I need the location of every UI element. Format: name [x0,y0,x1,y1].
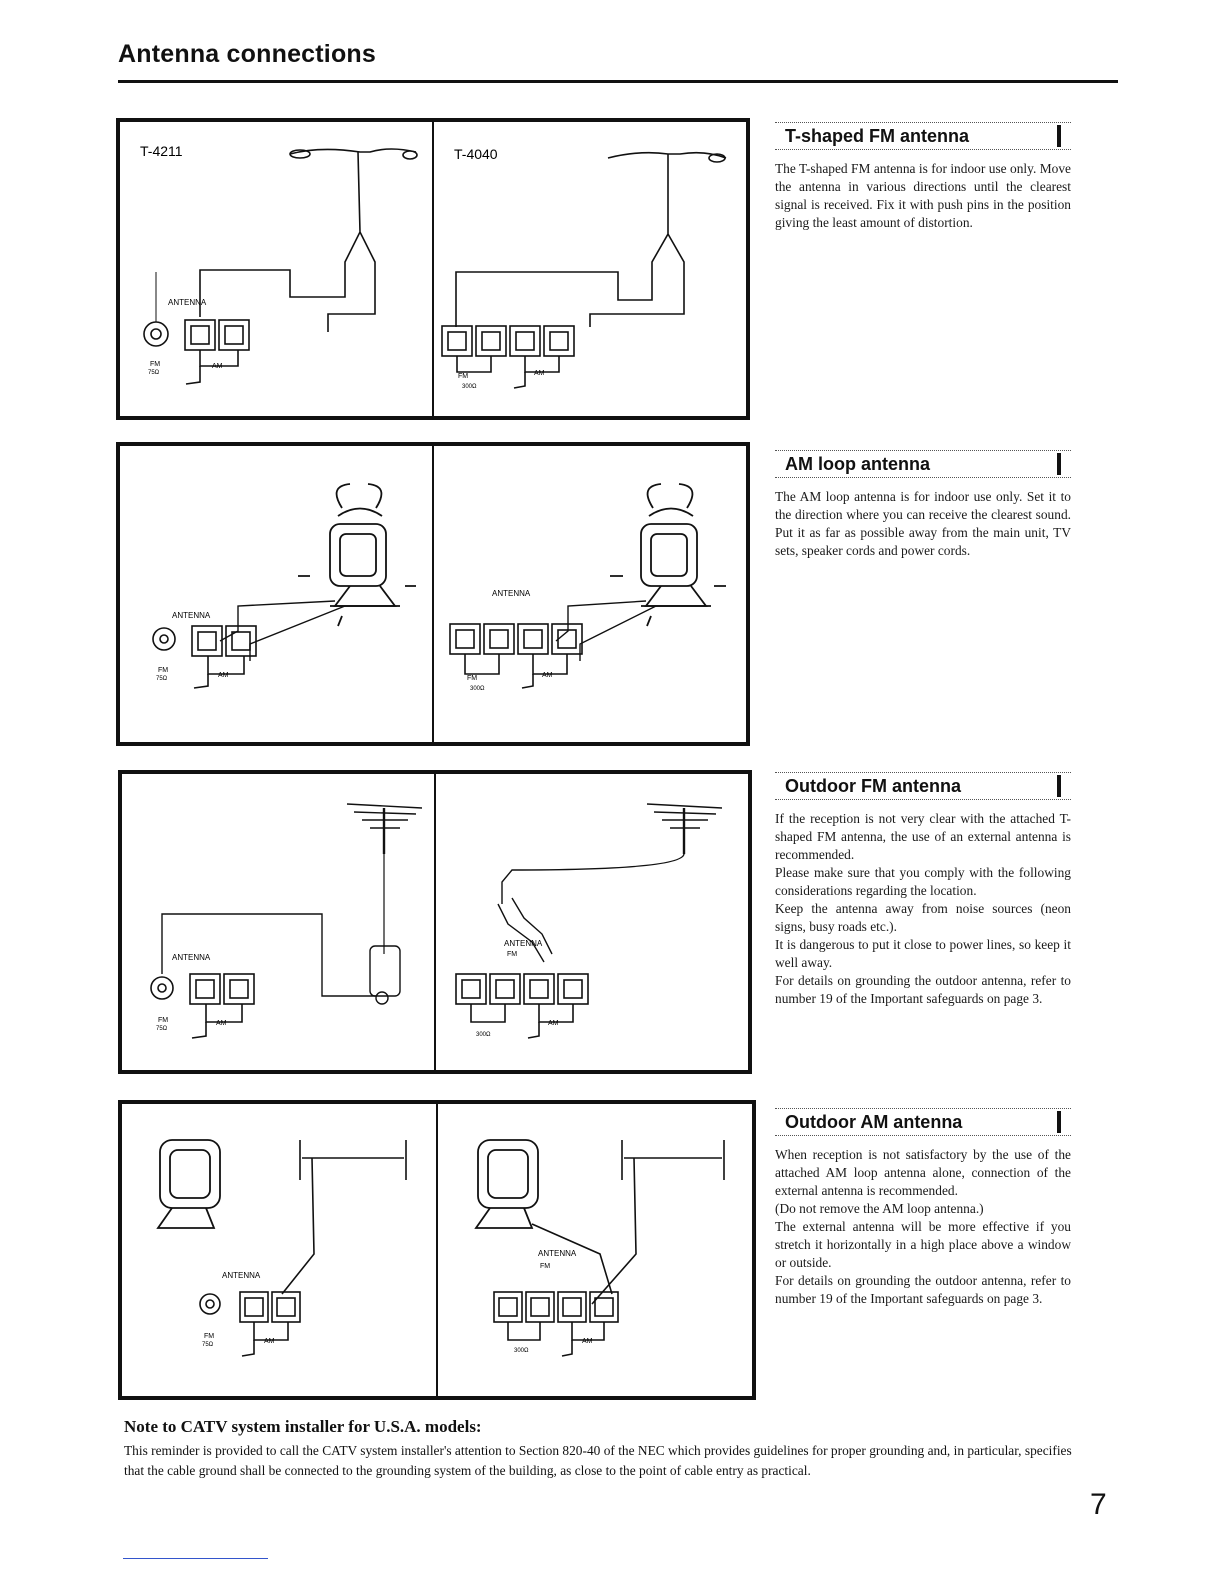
section-paragraph: Keep the antenna away from noise sources… [775,901,1071,934]
am-loop-diagram: ANTENNA FM 75Ω AM ANTENNA [116,442,750,746]
outdoor-fm-diagram: ANTENNA FM 75Ω AM ANTENNA [118,770,752,1074]
fm-75-label: 75Ω [202,1342,214,1348]
am-label-right: AM [582,1338,593,1345]
am-label-right: AM [542,672,553,679]
antenna-label: ANTENNA [504,939,543,948]
heading-mark [1057,453,1061,475]
antenna-terminals-left [239,1291,301,1357]
antenna-terminals-left [184,319,250,385]
am-label-left: AM [212,363,223,370]
section-paragraph: For details on grounding the outdoor ant… [775,1273,1071,1306]
heading-mark [1057,125,1061,147]
antenna-terminals-right [493,1291,619,1357]
outdoor-am-wire-left [281,1140,407,1295]
fm-label-right: FM [467,675,477,682]
fm-300-label: 300Ω [476,1032,491,1038]
section-paragraph: The T-shaped FM antenna is for indoor us… [775,161,1071,230]
wire-am-right [555,600,657,661]
section-paragraph: The external antenna will be more effect… [775,1219,1071,1270]
antenna-terminals-left [191,625,257,689]
antenna-label: ANTENNA [222,1271,261,1280]
wire-am-left [219,600,346,661]
fm-label-left: FM [150,361,160,368]
heading-mark [1057,1111,1061,1133]
title-rule [118,80,1118,83]
outdoor-fm-antenna-right [497,803,723,963]
wire-fm-left [161,913,376,997]
footer-line [123,1558,268,1559]
fm-label-right: FM [540,1263,550,1270]
section-paragraph: For details on grounding the outdoor ant… [775,973,1071,1006]
fm-connector-left [152,627,176,651]
am-label-left: AM [218,672,229,679]
tshaped-antenna-right [455,151,727,327]
section-tshaped-fm: T-shaped FM antenna The T-shaped FM ante… [775,122,1071,232]
am-label-right: AM [548,1020,559,1027]
section-paragraph: The AM loop antenna is for indoor use on… [775,489,1071,558]
fm-label-right: FM [458,373,468,380]
fm-75-label: 75Ω [156,1026,168,1032]
antenna-terminals-left [189,973,255,1039]
section-heading: T-shaped FM antenna [775,122,1071,150]
section-paragraph: (Do not remove the AM loop antenna.) [775,1201,984,1216]
outdoor-am-diagram: ANTENNA FM 75Ω AM ANTENNA [118,1100,756,1400]
tshaped-antenna-left [199,148,418,332]
antenna-terminals-right [455,973,589,1039]
tshaped-fm-diagram: T-4211 ANTENNA FM 75Ω AM T-4040 [116,118,750,420]
am-loop-antenna-left [156,1139,221,1229]
section-paragraph: It is dangerous to put it close to power… [775,937,1071,970]
am-loop-antenna-right [474,1139,539,1229]
note-text: This reminder is provided to call the CA… [124,1443,1072,1478]
section-body: When reception is not satisfactory by th… [775,1146,1071,1308]
section-heading-text: Outdoor FM antenna [785,775,961,796]
section-body: The AM loop antenna is for indoor use on… [775,488,1071,560]
antenna-label: ANTENNA [168,298,207,307]
outdoor-fm-antenna-left [346,803,423,1005]
am-label-right: AM [534,370,545,377]
fm-75-label: 75Ω [156,676,168,682]
heading-mark [1057,775,1061,797]
section-paragraph: Please make sure that you comply with th… [775,865,1071,898]
fm-label-right: FM [507,951,517,958]
fm-75-label: 75Ω [148,370,160,376]
antenna-terminals-right [449,623,583,689]
antenna-label: ANTENNA [492,589,531,598]
fm-label-left: FM [158,1017,168,1024]
page-title: Antenna connections [118,40,376,68]
section-heading: AM loop antenna [775,450,1071,478]
fm-300-label: 300Ω [514,1348,529,1354]
antenna-label: ANTENNA [172,953,211,962]
section-heading: Outdoor AM antenna [775,1108,1071,1136]
section-body: If the reception is not very clear with … [775,810,1071,1008]
section-am-loop: AM loop antenna The AM loop antenna is f… [775,450,1071,560]
fm-label-left: FM [158,667,168,674]
section-paragraph: When reception is not satisfactory by th… [775,1147,1071,1198]
antenna-terminals-right [441,325,575,389]
am-label-left: AM [216,1020,227,1027]
section-heading-text: T-shaped FM antenna [785,125,970,146]
fm-label-left: FM [204,1333,214,1340]
note-title: Note to CATV system installer for U.S.A.… [124,1417,482,1436]
page-number: 7 [1090,1488,1107,1521]
outdoor-am-wire-right [531,1140,725,1305]
section-outdoor-fm: Outdoor FM antenna If the reception is n… [775,772,1071,1008]
section-heading-text: Outdoor AM antenna [785,1111,963,1132]
fm-300-label: 300Ω [462,384,477,390]
section-body: The T-shaped FM antenna is for indoor us… [775,160,1071,232]
section-outdoor-am: Outdoor AM antenna When reception is not… [775,1108,1071,1308]
section-heading: Outdoor FM antenna [775,772,1071,800]
fm-connector-left [143,272,169,347]
section-heading-text: AM loop antenna [785,453,930,474]
section-paragraph: If the reception is not very clear with … [775,811,1071,862]
am-loop-antenna-left [298,483,416,627]
antenna-label: ANTENNA [538,1249,577,1258]
model-label-right: T-4040 [454,146,498,162]
fm-connector-left [150,976,174,1000]
fm-connector-left [199,1293,221,1315]
am-label-left: AM [264,1338,275,1345]
fm-300-label: 300Ω [470,686,485,692]
antenna-label: ANTENNA [172,611,211,620]
model-label-left: T-4211 [140,143,183,159]
am-loop-antenna-right [610,483,726,627]
